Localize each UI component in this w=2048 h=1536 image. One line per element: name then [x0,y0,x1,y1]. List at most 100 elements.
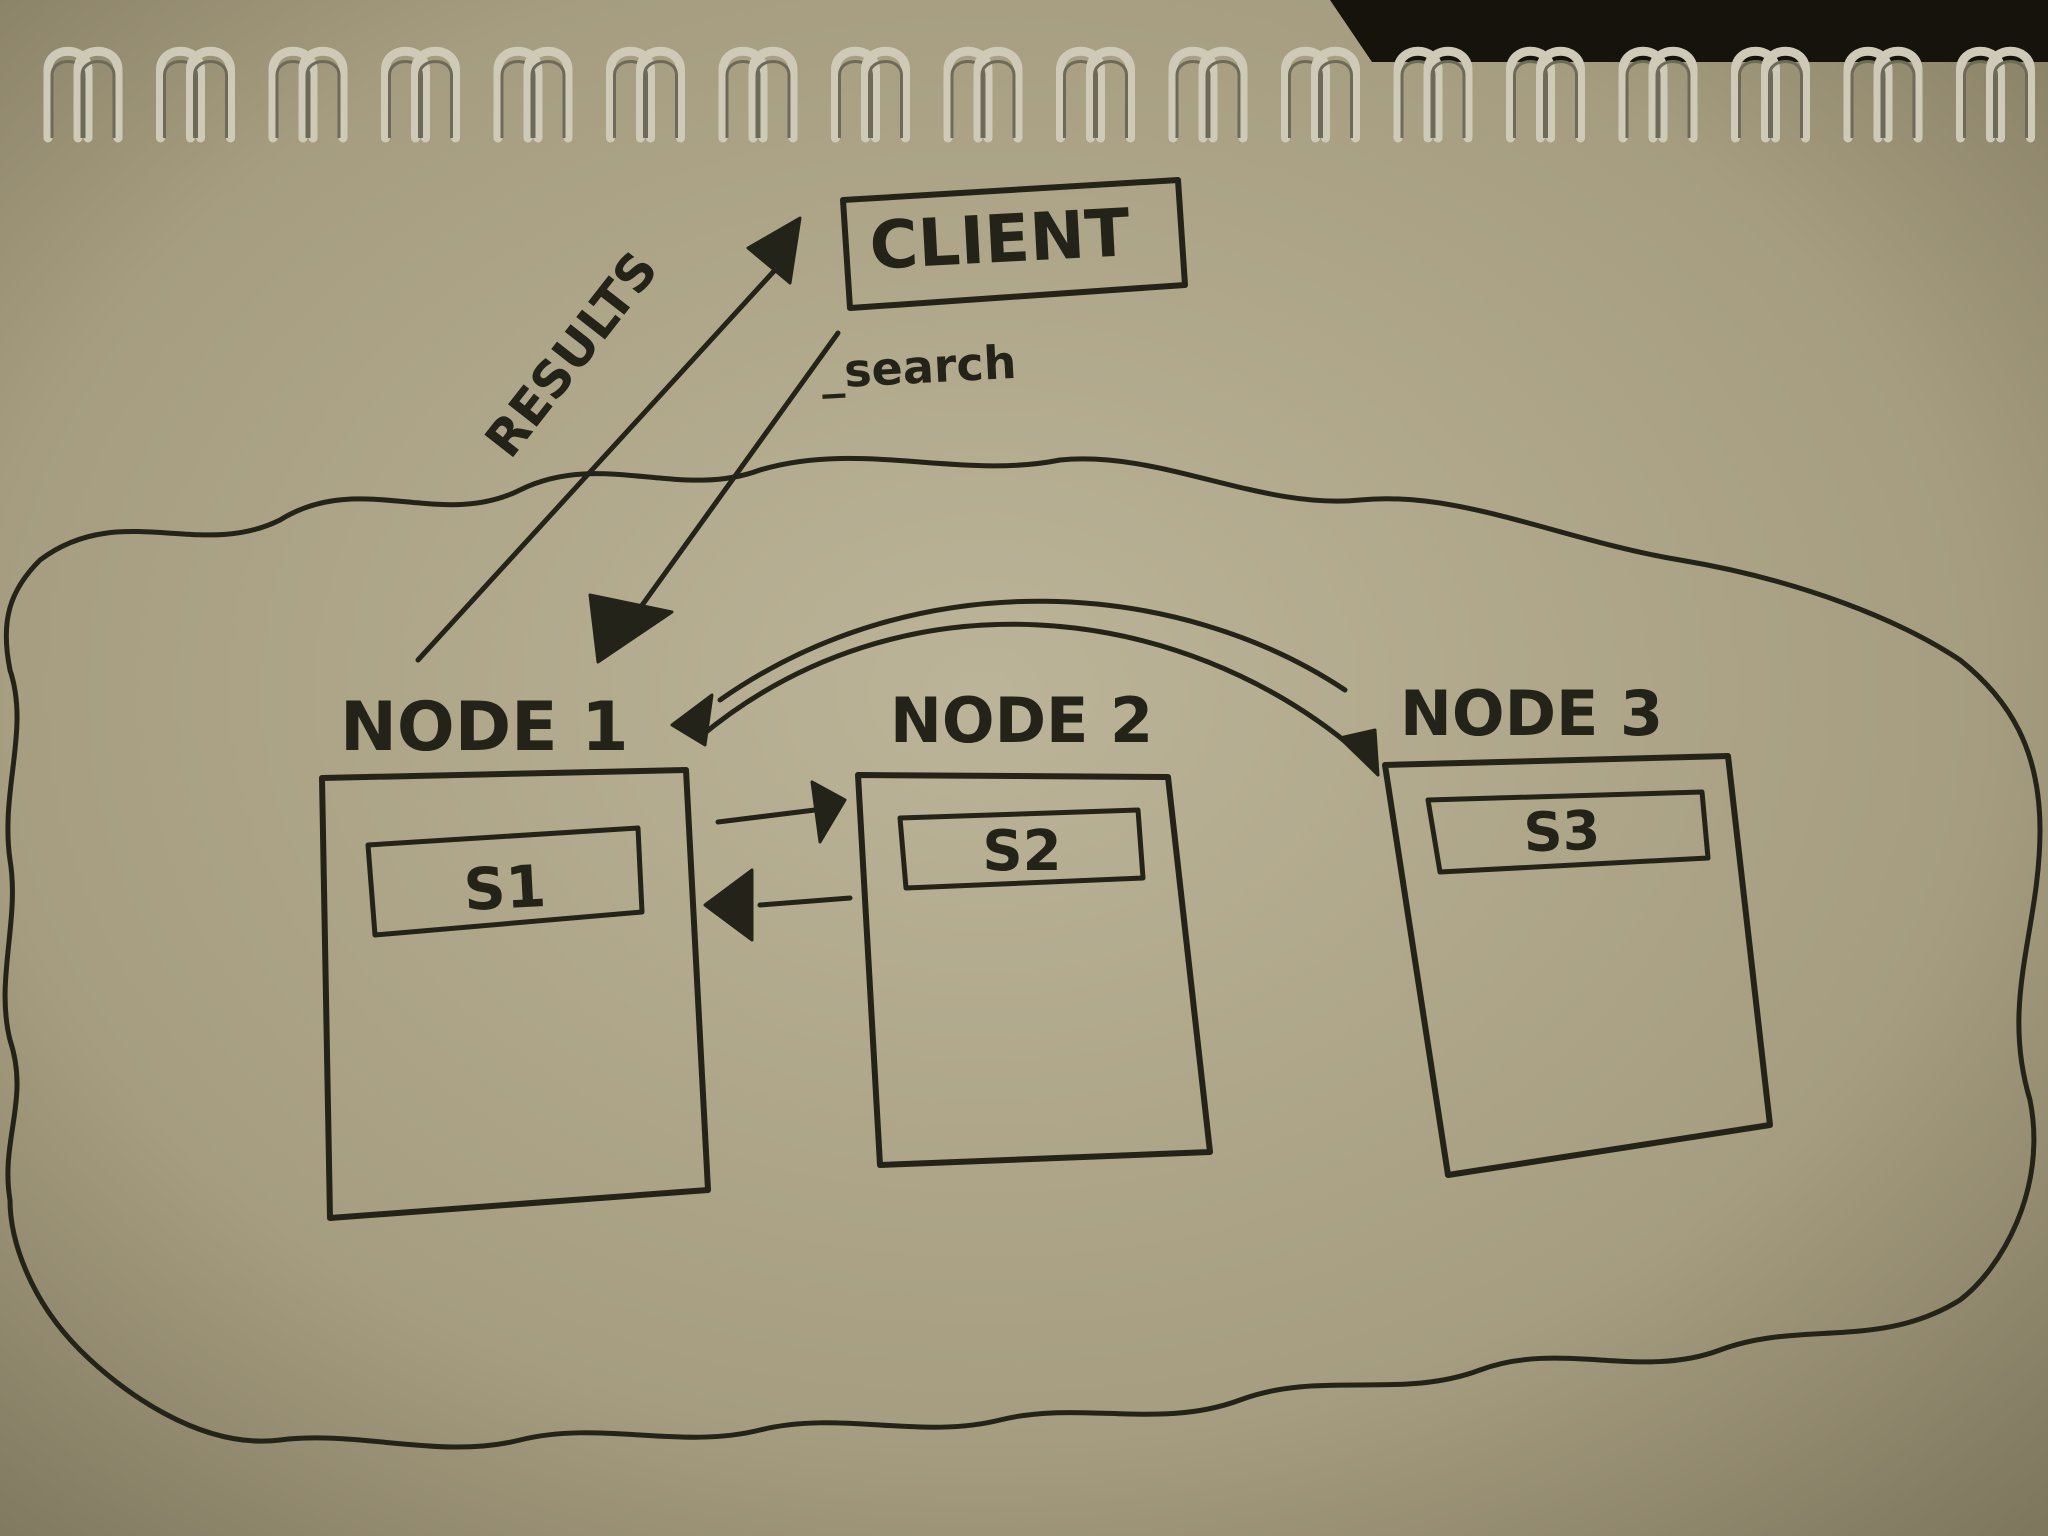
spiral-ring-shade [1625,60,1661,138]
node3-box [1382,753,1773,1178]
spiral-ring [1056,46,1105,143]
spiral-ring [1423,46,1473,143]
spiral-ring-shade [1063,60,1098,138]
spiral-ring [1536,46,1585,143]
spiral-ring-shade [1993,60,2028,138]
spiral-ring [493,46,543,143]
spiral-ring-shade [1288,60,1323,138]
spiral-ring-shade [530,60,566,138]
spiral-ring [1843,46,1893,143]
node2-to-node1-arrow-line [757,895,853,908]
cluster-cloud-outline [2,455,2043,1450]
spiral-ring [861,46,910,143]
spiral-ring [1393,46,1443,143]
spiral-ring-shade [418,60,453,138]
node2-to-node1-arrowhead [703,868,754,942]
spiral-ring [43,46,93,143]
spiral-ring [748,46,798,143]
spiral-ring [298,46,348,143]
shard-s1-box [365,825,645,938]
spiral-ring [186,46,235,143]
node1-label: NODE 1 [340,688,629,767]
spiral-ring [1731,46,1780,143]
node1-node3-curve-outer [717,598,1348,703]
spiral-ring [1086,46,1135,143]
spiral-ring-shade [1093,60,1128,138]
spiral-ring-shade [643,60,678,138]
spiral-ring-shade [500,60,536,138]
node1-box [319,767,711,1221]
spiral-ring-shade [1963,60,1998,138]
spiral-ring [606,46,655,143]
spiral-ring-shade [613,60,648,138]
spiral-ring [381,46,430,143]
spiral-ring-shade [980,60,1016,138]
spiral-ring-shade [305,60,341,138]
spiral-ring [523,46,573,143]
spiral-ring-shade [1738,60,1773,138]
spiral-ring-shade [838,60,873,138]
spiral-ring [1986,46,2035,143]
spiral-ring [268,46,318,143]
spiral-ring-shade [275,60,311,138]
shard-s3-box [1425,789,1711,875]
spiral-ring [1956,46,2005,143]
spiral-ring-shade [1513,60,1548,138]
spiral-ring-shade [868,60,903,138]
spiral-ring-shade [388,60,423,138]
spiral-ring [1873,46,1923,143]
shard-s2-box [897,807,1146,891]
client-label: CLIENT [868,194,1132,285]
spiral-ring [1311,46,1360,143]
spiral-ring-shade [1400,60,1436,138]
node2-label: NODE 2 [890,684,1153,757]
results-arrowhead [746,216,802,285]
spiral-ring-shade [50,60,86,138]
spiral-ring [636,46,685,143]
spiral-ring-shade [1655,60,1691,138]
node1-curve-arrowhead [670,693,714,747]
spiral-ring [1761,46,1810,143]
spiral-ring [1648,46,1698,143]
spiral-ring [156,46,205,143]
spiral-ring-shade [1318,60,1353,138]
results-arrow-line [415,267,778,663]
spiral-ring-shade [80,60,116,138]
spiral-ring [1281,46,1330,143]
spiral-ring [943,46,993,143]
spiral-ring [973,46,1023,143]
spiral-ring [1618,46,1668,143]
node1-to-node2-arrow-line [715,807,818,825]
spiral-ring-shade [1430,60,1466,138]
node1-node3-curve-inner [697,621,1361,755]
spiral-ring-shade [755,60,791,138]
spiral-ring [1198,46,1248,143]
spiral-ring-shade [1850,60,1886,138]
spiral-ring-shade [950,60,986,138]
spiral-ring-shade [1175,60,1211,138]
shard-s1-label: S1 [462,852,548,924]
node2-box [855,772,1213,1168]
spiral-binding [43,46,2035,143]
spiral-ring [1168,46,1218,143]
spiral-ring [411,46,460,143]
shard-s3-label: S3 [1523,799,1602,865]
node1-to-node2-arrowhead [810,780,847,844]
spiral-ring-shade [163,60,198,138]
node3-curve-arrowhead [1338,728,1380,777]
node3-label: NODE 3 [1400,677,1663,750]
spiral-ring [718,46,768,143]
spiral-ring-shade [1880,60,1916,138]
search-arrowhead [588,593,674,664]
spiral-ring [831,46,880,143]
search-arrow-line [632,330,841,618]
spiral-ring-shade [193,60,228,138]
spiral-ring-shade [1768,60,1803,138]
spiral-ring-shade [1205,60,1241,138]
shard-s2-label: S2 [982,819,1061,884]
spiral-ring-shade [725,60,761,138]
client-box [840,177,1188,311]
